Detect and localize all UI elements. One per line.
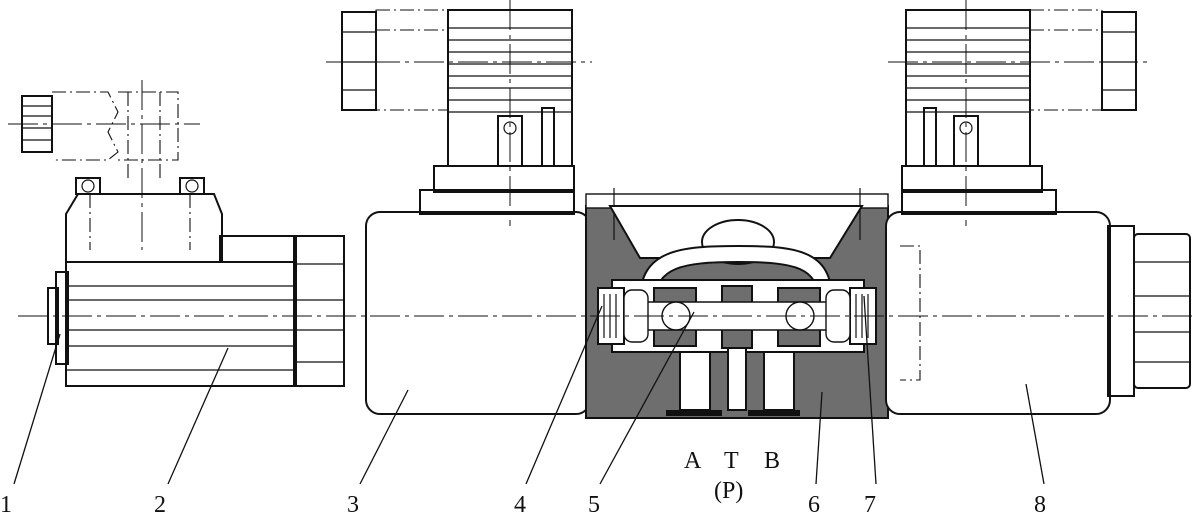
port-t-label: T xyxy=(724,448,739,474)
callout-7: 7 xyxy=(864,492,876,518)
valve-body-section xyxy=(585,188,889,419)
callout-3: 3 xyxy=(347,492,359,518)
right-solenoid-coil xyxy=(885,0,1191,415)
callout-5: 5 xyxy=(588,492,600,518)
leader-lines xyxy=(13,295,1045,485)
callout-1: 1 xyxy=(0,492,12,518)
callout-labels: 1 2 3 4 5 6 7 8 xyxy=(0,492,1046,518)
left-plug-connector xyxy=(8,80,200,250)
callout-2: 2 xyxy=(154,492,166,518)
port-labels: A T B (P) xyxy=(684,448,780,504)
callout-8: 8 xyxy=(1034,492,1046,518)
port-p-label: (P) xyxy=(714,478,743,504)
left-solenoid-coil xyxy=(326,0,592,415)
left-manual-operator-housing xyxy=(47,177,345,387)
callout-6: 6 xyxy=(808,492,820,518)
callout-4: 4 xyxy=(514,492,526,518)
port-a-label: A xyxy=(684,448,702,474)
port-b-label: B xyxy=(764,448,780,474)
